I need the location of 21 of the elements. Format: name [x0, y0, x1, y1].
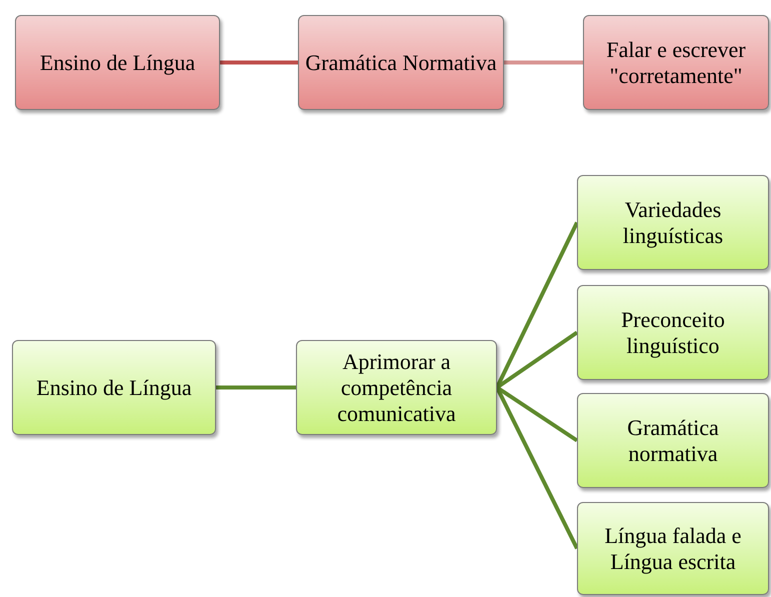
process-box [298, 15, 504, 110]
process-box [296, 340, 497, 435]
connector-line [216, 386, 296, 390]
box-label: Falar e escrever "corretamente" [605, 36, 747, 88]
box-label: Ensino de Língua [36, 374, 192, 400]
box-label: Língua falada e Língua escrita [604, 522, 742, 574]
process-box [15, 15, 220, 110]
box-label: Ensino de Língua [40, 50, 196, 76]
process-box [12, 340, 216, 435]
process-box [583, 15, 769, 110]
box-label: Aprimorar a competência comunicativa [336, 348, 457, 426]
box-label: Gramática normativa [626, 414, 720, 466]
connector-line [220, 60, 298, 64]
box-label: Preconceito linguístico [620, 306, 726, 358]
box-label: Variedades linguísticas [622, 196, 724, 248]
process-box [577, 393, 769, 488]
connector-line [504, 60, 583, 64]
box-label: Gramática Normativa [305, 50, 497, 76]
process-box [577, 502, 769, 595]
process-box [577, 175, 769, 270]
process-box [577, 285, 769, 380]
